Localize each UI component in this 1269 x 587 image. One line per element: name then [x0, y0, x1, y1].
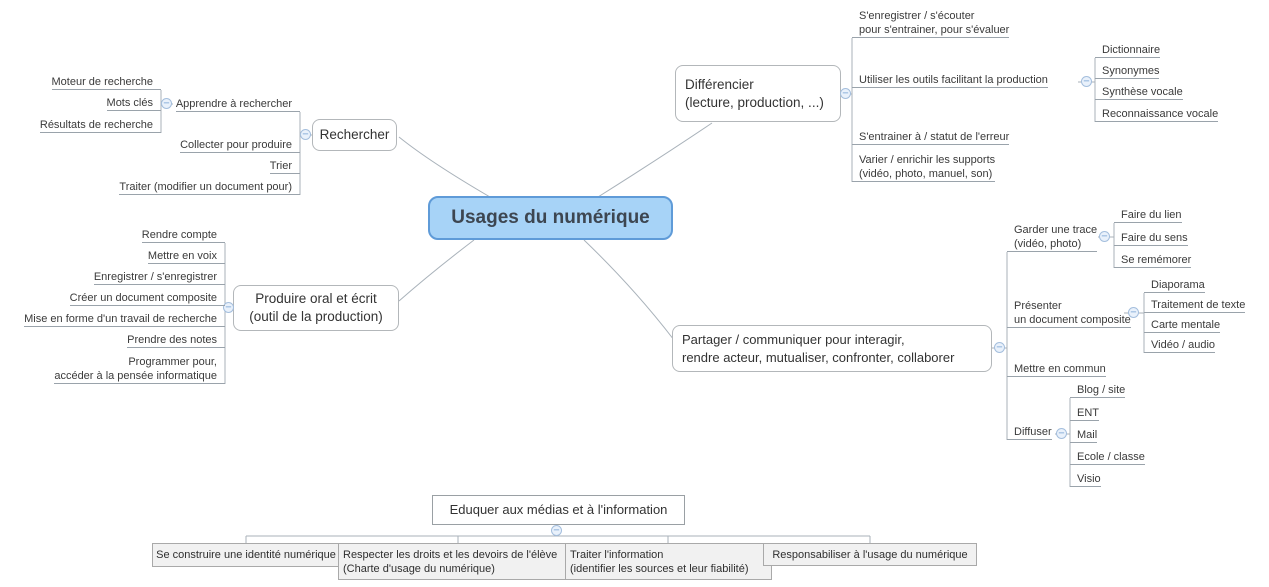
collapse-icon[interactable]: − [161, 98, 172, 109]
subtopic-traiter[interactable]: Traiter (modifier un document pour) [119, 180, 300, 195]
subtopic-trier[interactable]: Trier [269, 159, 300, 174]
subtopic-synonymes[interactable]: Synonymes [1095, 64, 1160, 79]
subtopic-mettre-en-commun[interactable]: Mettre en commun [1007, 362, 1106, 377]
subtopic-apprendre-a-rechercher[interactable]: Apprendre à rechercher [175, 97, 300, 112]
collapse-icon[interactable]: − [1128, 307, 1139, 318]
collapse-icon[interactable]: − [840, 88, 851, 99]
subtopic-enregistrer[interactable]: Enregistrer / s'enregistrer [93, 270, 225, 285]
subtopic-resultats-de-recherche[interactable]: Résultats de recherche [39, 118, 161, 133]
subtopic-collecter-pour-produire[interactable]: Collecter pour produire [180, 138, 300, 153]
subtopic-traiter-information[interactable]: Traiter l'information (identifier les so… [565, 543, 772, 580]
subtopic-creer-document-composite[interactable]: Créer un document composite [69, 291, 225, 306]
produire-bracket [224, 243, 233, 384]
subtopic-blog-site[interactable]: Blog / site [1070, 383, 1126, 398]
topic-eduquer-medias[interactable]: Eduquer aux médias et à l'information [432, 495, 685, 525]
collapse-icon[interactable]: − [1056, 428, 1067, 439]
center-branch-curves [398, 122, 713, 341]
subtopic-sentrainer-erreur[interactable]: S'entrainer à / statut de l'erreur [852, 130, 1010, 145]
subtopic-garder-une-trace[interactable]: Garder une trace (vidéo, photo) [1007, 223, 1098, 252]
subtopic-senregistrer-secouter[interactable]: S'enregistrer / s'écouter pour s'entrain… [852, 9, 1010, 38]
subtopic-responsabiliser[interactable]: Responsabiliser à l'usage du numérique [763, 543, 977, 566]
topic-rechercher[interactable]: Rechercher [312, 119, 397, 151]
subtopic-ecole-classe[interactable]: Ecole / classe [1070, 450, 1145, 465]
subtopic-rendre-compte[interactable]: Rendre compte [141, 228, 225, 243]
subtopic-diffuser[interactable]: Diffuser [1007, 425, 1052, 440]
subtopic-varier-supports[interactable]: Varier / enrichir les supports (vidéo, p… [852, 153, 996, 182]
subtopic-reconnaissance-vocale[interactable]: Reconnaissance vocale [1095, 107, 1219, 122]
subtopic-mise-en-forme[interactable]: Mise en forme d'un travail de recherche [24, 312, 225, 327]
subtopic-mettre-en-voix[interactable]: Mettre en voix [147, 249, 225, 264]
subtopic-mail[interactable]: Mail [1070, 428, 1098, 443]
subtopic-diaporama[interactable]: Diaporama [1144, 278, 1205, 293]
subtopic-se-rememorer[interactable]: Se remémorer [1114, 253, 1192, 268]
subtopic-dictionnaire[interactable]: Dictionnaire [1095, 43, 1161, 58]
subtopic-carte-mentale[interactable]: Carte mentale [1144, 318, 1221, 333]
collapse-icon[interactable]: − [223, 302, 234, 313]
collapse-icon[interactable]: − [994, 342, 1005, 353]
subtopic-prendre-des-notes[interactable]: Prendre des notes [127, 333, 225, 348]
subtopic-respecter-droits[interactable]: Respecter les droits et les devoirs de l… [338, 543, 578, 580]
subtopic-faire-du-lien[interactable]: Faire du lien [1114, 208, 1182, 223]
subtopic-moteur-de-recherche[interactable]: Moteur de recherche [51, 75, 161, 90]
topic-differencier[interactable]: Différencier (lecture, production, ...) [675, 65, 841, 122]
subtopic-presenter-document[interactable]: Présenter un document composite [1007, 299, 1131, 328]
subtopic-identite-numerique[interactable]: Se construire une identité numérique [152, 543, 340, 567]
central-topic[interactable]: Usages du numérique [428, 196, 673, 240]
subtopic-traitement-de-texte[interactable]: Traitement de texte [1144, 298, 1246, 313]
subtopic-video-audio[interactable]: Vidéo / audio [1144, 338, 1216, 353]
topic-partager-communiquer[interactable]: Partager / communiquer pour interagir, r… [672, 325, 992, 372]
collapse-icon[interactable]: − [1081, 76, 1092, 87]
subtopic-faire-du-sens[interactable]: Faire du sens [1114, 231, 1188, 246]
collapse-icon[interactable]: − [551, 525, 562, 536]
subtopic-visio[interactable]: Visio [1070, 472, 1101, 487]
subtopic-programmer[interactable]: Programmer pour, accéder à la pensée inf… [54, 355, 225, 384]
topic-produire-oral-ecrit[interactable]: Produire oral et écrit (outil de la prod… [233, 285, 399, 331]
subtopic-utiliser-outils[interactable]: Utiliser les outils facilitant la produc… [852, 73, 1048, 88]
collapse-icon[interactable]: − [300, 129, 311, 140]
collapse-icon[interactable]: − [1099, 231, 1110, 242]
subtopic-mots-cles[interactable]: Mots clés [106, 96, 161, 111]
subtopic-synthese-vocale[interactable]: Synthèse vocale [1095, 85, 1183, 100]
subtopic-ent[interactable]: ENT [1070, 406, 1099, 421]
